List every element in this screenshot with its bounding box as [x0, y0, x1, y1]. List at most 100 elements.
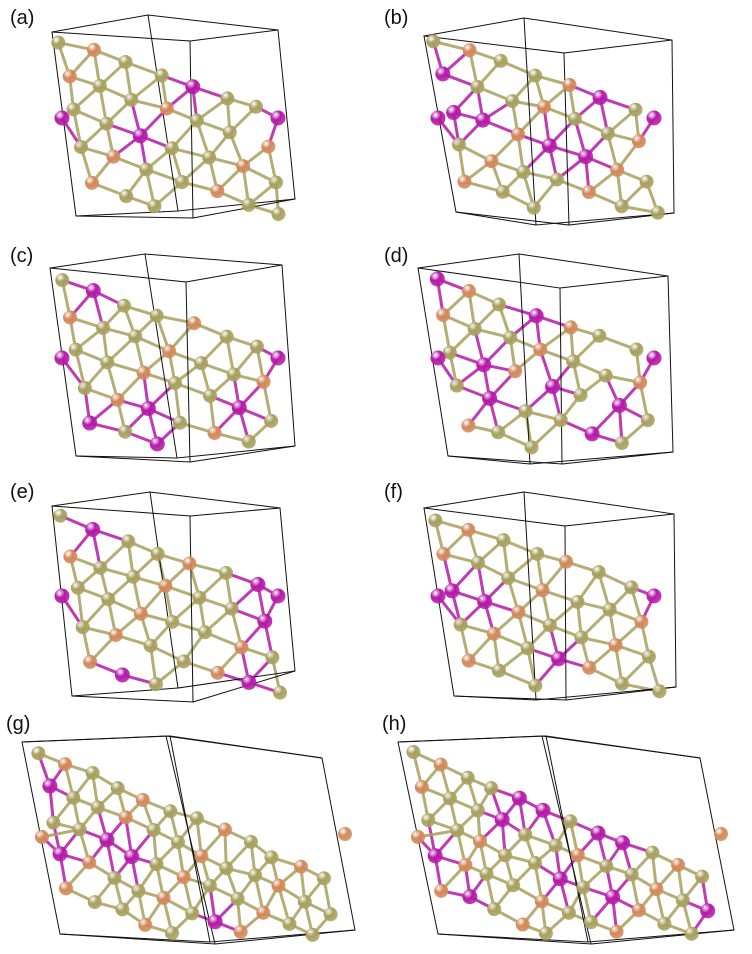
atom-magenta: [646, 588, 662, 604]
atom-tan: [567, 111, 582, 126]
atom-tan: [164, 926, 179, 941]
atom-copper: [533, 342, 548, 357]
atom-tan: [66, 102, 81, 117]
atom-magenta: [52, 846, 68, 862]
atom-magenta: [149, 436, 165, 452]
cell-edge: [563, 39, 673, 54]
atom-tan: [640, 413, 655, 428]
atom-tan: [230, 891, 245, 906]
atom-magenta: [535, 802, 551, 818]
atom-magenta: [592, 90, 608, 106]
atom-tan: [150, 546, 165, 561]
cell-edge: [561, 451, 674, 465]
panel-a: (a): [0, 0, 376, 240]
atom-magenta: [85, 283, 101, 299]
atom-tan: [484, 781, 499, 796]
atom-tan: [641, 649, 656, 664]
atom-tan: [549, 172, 564, 187]
atom-copper: [136, 365, 151, 380]
atom-magenta: [584, 426, 600, 442]
atom-tan: [542, 618, 557, 633]
atom-tan: [271, 207, 286, 222]
atom-tan: [695, 869, 710, 884]
atom-tan: [602, 602, 617, 617]
atom-tan: [189, 811, 204, 826]
atom-tan: [629, 342, 644, 357]
panel-e: (e): [0, 478, 376, 712]
atom-copper: [106, 149, 121, 164]
atom-copper: [176, 870, 191, 885]
atom-copper: [461, 418, 476, 433]
atom-tan: [657, 916, 672, 931]
atom-magenta: [477, 594, 493, 610]
atom-tan: [305, 927, 320, 942]
atom-copper: [457, 174, 472, 189]
atom-tan: [147, 199, 162, 214]
atom-magenta: [700, 903, 716, 919]
atom-tan: [453, 617, 468, 632]
atom-magenta: [444, 583, 460, 599]
atom-copper: [510, 127, 525, 142]
atom-magenta: [42, 778, 58, 794]
atom-tan: [450, 823, 465, 838]
atom-copper: [59, 881, 74, 896]
cell-edge: [165, 735, 323, 759]
atom-tan: [516, 165, 531, 180]
atom-copper: [83, 654, 98, 669]
atom-tan: [148, 677, 163, 692]
atom-tan: [172, 415, 187, 430]
unit-cell-c: [49, 253, 296, 463]
atom-tan: [176, 654, 191, 669]
atom-tan: [530, 546, 545, 561]
atom-magenta: [528, 308, 544, 324]
atom-tan: [528, 855, 543, 870]
cell-edge: [59, 933, 211, 943]
atom-tan: [85, 765, 100, 780]
atom-copper: [559, 554, 574, 569]
atom-tan: [471, 555, 486, 570]
atom-tan: [74, 140, 89, 155]
cell-edge: [189, 445, 296, 463]
cell-edge: [437, 933, 589, 943]
atom-copper: [434, 883, 449, 898]
atom-magenta: [114, 667, 130, 683]
cell-edge: [423, 491, 525, 509]
atom-tan: [538, 926, 553, 941]
atom-tan: [316, 871, 331, 886]
atom-tan: [51, 35, 66, 50]
atom-tan: [503, 330, 518, 345]
atom-tan: [220, 91, 235, 106]
atom-tan: [110, 781, 125, 796]
atom-copper: [570, 848, 585, 863]
atom-magenta: [207, 914, 223, 930]
panel-label-f: (f): [384, 481, 403, 503]
atom-copper: [535, 583, 550, 598]
atom-copper: [210, 665, 225, 680]
atom-copper: [609, 924, 624, 939]
atom-tan: [66, 790, 81, 805]
atom-magenta: [270, 588, 286, 604]
atom-tan: [139, 162, 154, 177]
atom-magenta: [578, 149, 594, 165]
atom-tan: [491, 425, 506, 440]
atom-tan: [498, 848, 513, 863]
cell-edge: [71, 687, 179, 697]
atom-tan: [518, 404, 533, 419]
cell-edge: [49, 253, 146, 269]
atom-copper: [486, 626, 501, 641]
atom-tan: [77, 381, 92, 396]
cell-edge: [397, 735, 547, 743]
atom-tan: [505, 94, 520, 109]
atom-tan: [222, 125, 237, 140]
atom-magenta: [185, 79, 201, 95]
panel-c: (c): [0, 240, 376, 478]
atom-copper: [162, 344, 177, 359]
atom-tan: [219, 565, 234, 580]
atom-tan: [624, 867, 639, 882]
atom-copper: [293, 859, 308, 874]
atom-tan: [614, 199, 629, 214]
atom-tan: [249, 339, 264, 354]
atom-tan: [506, 878, 521, 893]
atom-tan: [599, 859, 614, 874]
cell-edge: [185, 264, 283, 283]
